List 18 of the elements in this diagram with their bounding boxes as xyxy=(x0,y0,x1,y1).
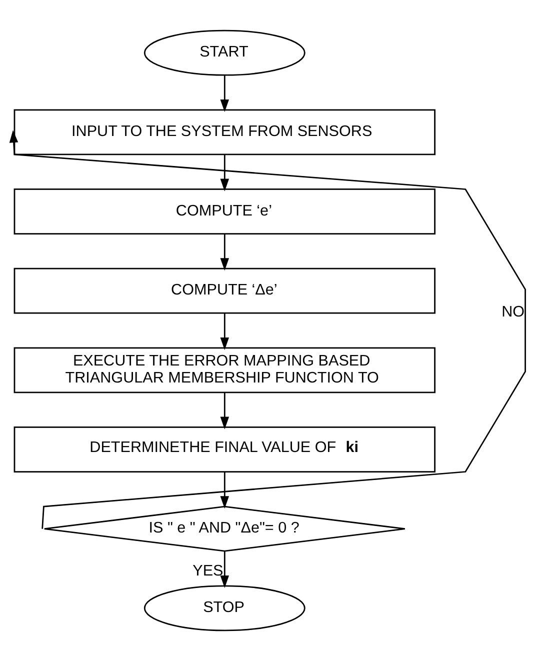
arrow xyxy=(220,74,230,112)
arrow xyxy=(220,550,230,588)
node-box: DETERMINETHE FINAL VALUE OF ki xyxy=(14,426,436,472)
arrow xyxy=(220,392,230,429)
node-box: COMPUTE ‘e’ xyxy=(14,188,436,234)
arrow xyxy=(9,130,526,528)
edge-label: NO xyxy=(502,303,525,320)
node-box: EXECUTE THE ERROR MAPPING BASED TRIANGULAR MEMBERSHIP FUNCTION TO xyxy=(14,346,436,393)
edge-label: YES xyxy=(192,562,224,580)
arrow xyxy=(220,154,230,191)
node-ellipse: STOP xyxy=(144,584,306,631)
node-box: COMPUTE ‘Δe’ xyxy=(14,267,436,314)
arrow xyxy=(220,312,230,350)
arrow xyxy=(220,471,230,508)
node-diamond: IS " e " AND "Δe"= 0 ? xyxy=(44,505,406,552)
node-box: INPUT TO THE SYSTEM FROM SENSORS xyxy=(14,108,436,155)
node-ellipse: START xyxy=(144,29,306,76)
arrow xyxy=(220,233,230,270)
